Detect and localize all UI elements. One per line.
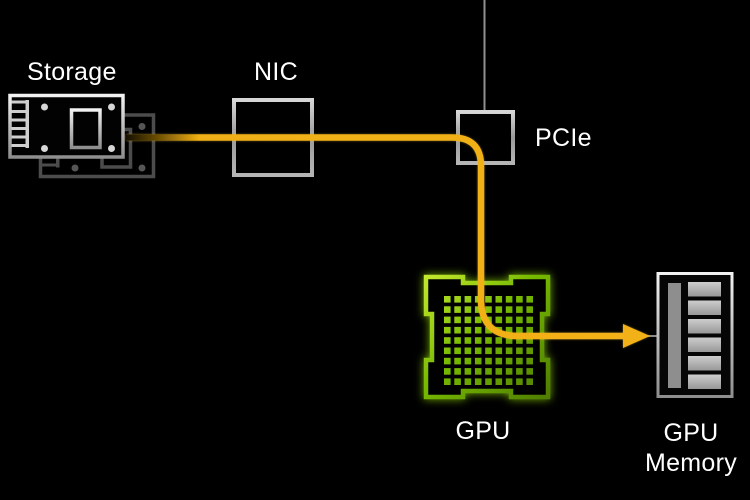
- gpu-chip-icon: [423, 274, 551, 400]
- gpu-memory-label: GPU Memory: [645, 418, 737, 478]
- data-flow-line: [126, 134, 626, 340]
- gpu-label: GPU: [455, 417, 511, 445]
- gpu-memory-label-line2: Memory: [644, 449, 738, 477]
- gpu-memory-icon: [656, 272, 734, 398]
- storage-icon: [8, 93, 125, 159]
- flow-arrowhead-icon: [623, 324, 650, 348]
- pcie-label: PCIe: [535, 124, 592, 152]
- gpu-die-dot-grid: [444, 296, 533, 385]
- gpu-memory-label-line1: GPU: [663, 419, 719, 447]
- storage-label: Storage: [27, 58, 117, 86]
- nic-label: NIC: [254, 58, 298, 86]
